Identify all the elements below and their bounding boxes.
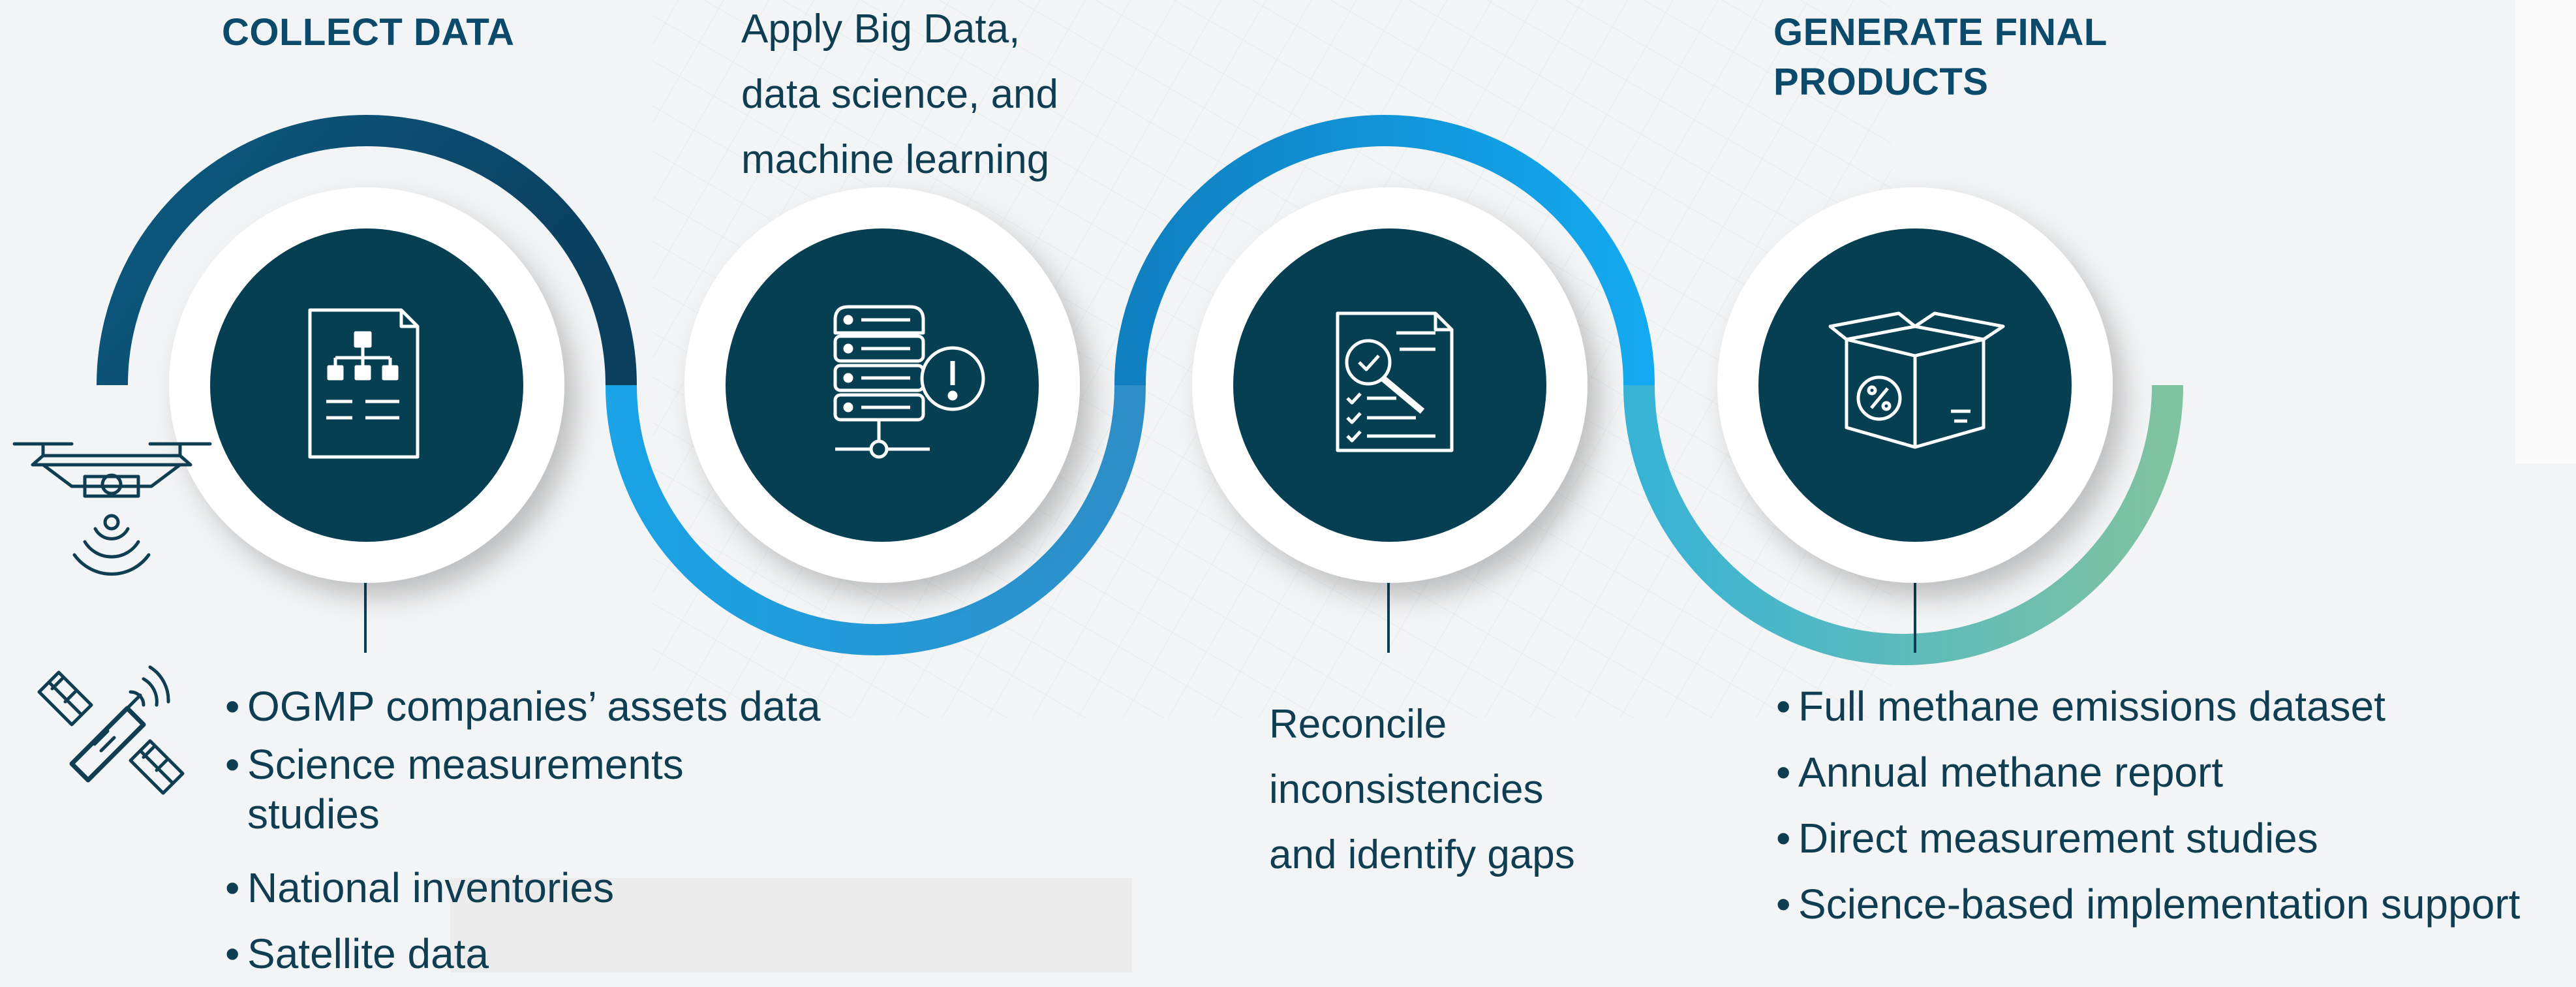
- heading-collect-data: COLLECT DATA: [222, 11, 515, 54]
- collect-item-assets: OGMP companies’ assets data: [225, 674, 821, 740]
- reconcile-text-line-2: inconsistencies: [1269, 767, 1544, 812]
- step-2-circle: [684, 187, 1080, 583]
- collect-data-list: OGMP companies’ assets data Science meas…: [225, 674, 821, 987]
- apply-text-line-1: Apply Big Data,: [741, 7, 1020, 52]
- document-hierarchy-icon: [308, 308, 420, 459]
- collect-item-science-line-2: studies: [247, 791, 380, 838]
- product-item-report: Annual methane report: [1776, 740, 2520, 806]
- collect-item-inventories: National inventories: [225, 855, 821, 921]
- arc-segment-1: [97, 115, 637, 386]
- drone-icon: [12, 442, 212, 576]
- step-1-circle: [169, 187, 564, 583]
- reconcile-text-line-1: Reconcile: [1269, 702, 1447, 747]
- product-item-studies: Direct measurement studies: [1776, 806, 2520, 871]
- apply-text-line-2: data science, and: [741, 72, 1059, 117]
- collect-item-science-line-1: Science measurements: [247, 741, 684, 788]
- step-3-circle: [1192, 187, 1587, 583]
- arc-segment-3: [1114, 115, 1655, 386]
- step-4-circle: [1717, 187, 2113, 583]
- arc-segment-2: [606, 384, 1146, 655]
- server-alert-icon: [833, 305, 985, 459]
- apply-text-line-3: machine learning: [741, 137, 1050, 182]
- satellite-icon: [37, 665, 185, 795]
- product-item-dataset: Full methane emissions dataset: [1776, 674, 2520, 740]
- heading-generate-line-1: GENERATE FINAL: [1773, 11, 2108, 54]
- box-percent-icon: [1828, 311, 2005, 449]
- final-products-list: Full methane emissions dataset Annual me…: [1776, 674, 2520, 937]
- product-item-support: Science-based implementation support: [1776, 871, 2520, 937]
- reconcile-text-line-3: and identify gaps: [1269, 832, 1575, 877]
- collect-item-satellite: Satellite data: [225, 921, 821, 987]
- document-magnifier-check-icon: [1336, 311, 1454, 452]
- arc-segment-4: [1623, 384, 2183, 665]
- background-panel: [2515, 0, 2576, 463]
- heading-generate-line-2: PRODUCTS: [1773, 61, 1989, 103]
